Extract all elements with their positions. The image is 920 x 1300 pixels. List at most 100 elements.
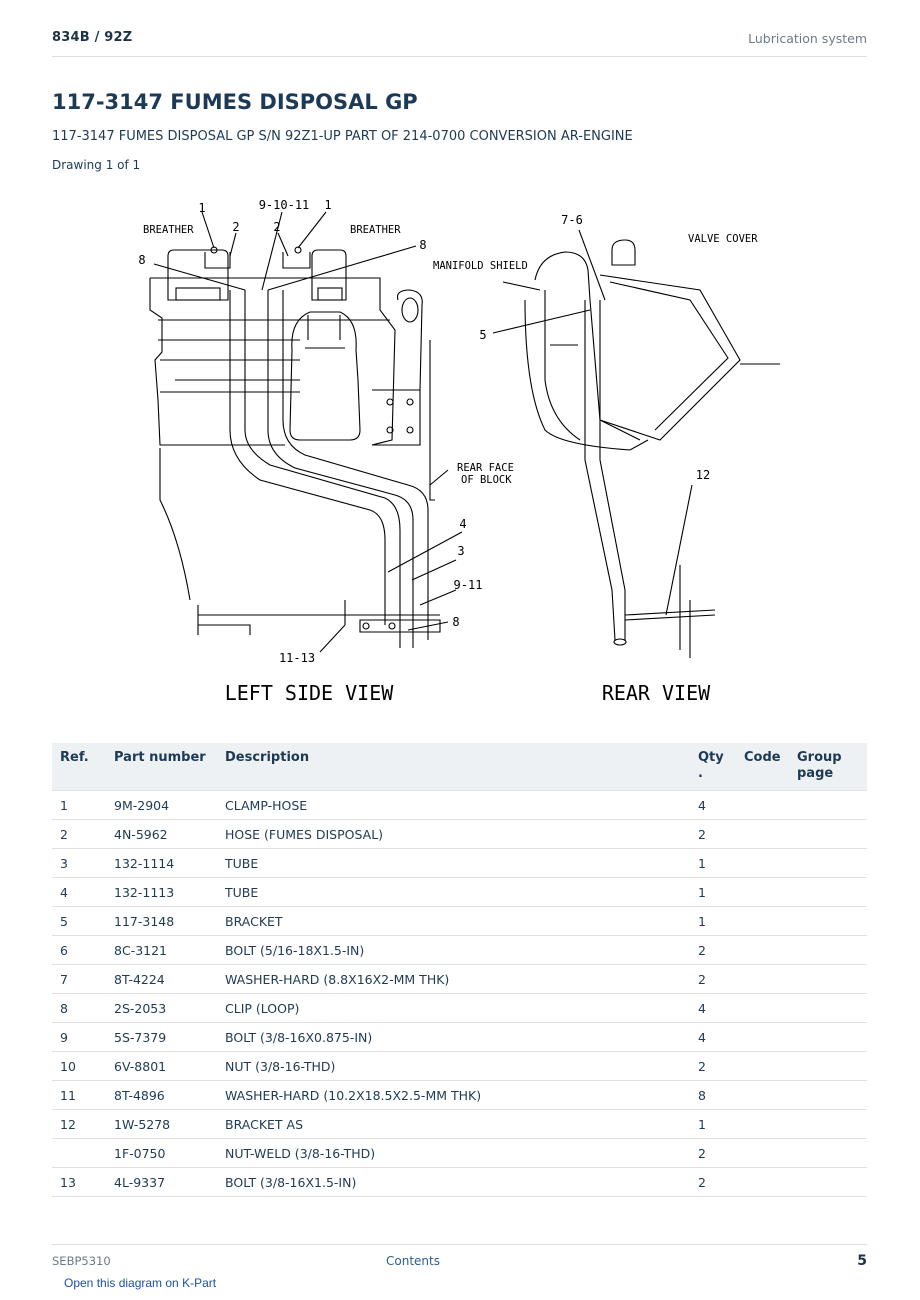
row-part-number[interactable]: 1F-0750 <box>106 1138 217 1168</box>
row-description: BOLT (3/8-16X1.5-IN) <box>217 1167 690 1197</box>
row-ref: 10 <box>52 1051 106 1081</box>
row-ref: 5 <box>52 906 106 936</box>
label-valve-cover: VALVE COVER <box>688 233 758 245</box>
right-breather-shape <box>311 249 347 301</box>
row-ref: 7 <box>52 964 106 994</box>
page-footer: SEBP5310 Contents 5 <box>52 1244 867 1275</box>
rear-view-title: REAR VIEW <box>602 681 711 705</box>
row-qty: 2 <box>690 1138 736 1168</box>
callout-1b: 1 <box>324 198 331 212</box>
contents-link[interactable]: Contents <box>386 1254 440 1268</box>
col-group-page: Group page <box>789 743 867 791</box>
row-part-number[interactable]: 4N-5962 <box>106 819 217 849</box>
row-qty: 2 <box>690 964 736 994</box>
row-code <box>736 993 789 1023</box>
row-description: TUBE <box>217 877 690 907</box>
label-breather-left: BREATHER <box>143 224 194 236</box>
page-header: 834B / 92Z Lubrication system <box>52 28 867 57</box>
row-qty: 2 <box>690 1167 736 1197</box>
row-code <box>736 964 789 994</box>
row-group-page <box>789 906 867 936</box>
row-part-number[interactable]: 4L-9337 <box>106 1167 217 1197</box>
row-group-page <box>789 1080 867 1110</box>
row-qty: 4 <box>690 1022 736 1052</box>
row-part-number[interactable]: 2S-2053 <box>106 993 217 1023</box>
callout-9-10-11: 9-10-11 <box>259 198 310 212</box>
callout-9-11: 9-11 <box>454 578 483 592</box>
col-description: Description <box>217 743 690 791</box>
row-group-page <box>789 790 867 820</box>
label-rear-face-1: REAR FACE <box>457 462 514 474</box>
row-code <box>736 1109 789 1139</box>
row-part-number[interactable]: 8T-4224 <box>106 964 217 994</box>
callout-3: 3 <box>457 544 464 558</box>
label-rear-face-2: OF BLOCK <box>461 474 512 486</box>
row-code <box>736 1022 789 1052</box>
row-qty: 1 <box>690 848 736 878</box>
row-ref: 4 <box>52 877 106 907</box>
row-part-number[interactable]: 5S-7379 <box>106 1022 217 1052</box>
row-description: NUT (3/8-16-THD) <box>217 1051 690 1081</box>
row-group-page <box>789 819 867 849</box>
row-group-page <box>789 964 867 994</box>
row-ref: 2 <box>52 819 106 849</box>
row-qty: 1 <box>690 1109 736 1139</box>
kpart-diagram-link[interactable]: Open this diagram on K-Part <box>64 1276 217 1290</box>
left-side-view-title: LEFT SIDE VIEW <box>225 681 395 705</box>
col-qty: Qty . <box>690 743 736 791</box>
row-description: BOLT (3/8-16X0.875-IN) <box>217 1022 690 1052</box>
row-ref: 8 <box>52 993 106 1023</box>
callout-8c: 8 <box>452 615 459 629</box>
drawing-count-label: Drawing 1 of 1 <box>52 158 141 172</box>
row-ref: 6 <box>52 935 106 965</box>
row-part-number[interactable]: 117-3148 <box>106 906 217 936</box>
row-code <box>736 935 789 965</box>
row-description: WASHER-HARD (10.2X18.5X2.5-MM THK) <box>217 1080 690 1110</box>
callout-12: 12 <box>696 468 710 482</box>
row-ref: 1 <box>52 790 106 820</box>
row-code <box>736 1051 789 1081</box>
manifold-shape <box>289 311 361 441</box>
row-part-number[interactable]: 8C-3121 <box>106 935 217 965</box>
row-group-page <box>789 848 867 878</box>
row-part-number[interactable]: 1W-5278 <box>106 1109 217 1139</box>
row-description: BOLT (5/16-18X1.5-IN) <box>217 935 690 965</box>
model-label: 834B / 92Z <box>52 30 133 45</box>
label-manifold-shield: MANIFOLD SHIELD <box>433 260 528 272</box>
callout-2a: 2 <box>232 220 239 234</box>
parts-diagram: 1 9-10-11 1 2 2 BREATHER BREATHER 8 8 7-… <box>138 198 780 705</box>
col-ref: Ref. <box>52 743 106 791</box>
row-description: TUBE <box>217 848 690 878</box>
row-part-number[interactable]: 6V-8801 <box>106 1051 217 1081</box>
row-group-page <box>789 1109 867 1139</box>
row-group-page <box>789 1138 867 1168</box>
row-qty: 2 <box>690 819 736 849</box>
row-qty: 8 <box>690 1080 736 1110</box>
page-subtitle: 117-3147 FUMES DISPOSAL GP S/N 92Z1-UP P… <box>52 129 633 144</box>
row-ref <box>52 1138 106 1168</box>
callout-1a: 1 <box>198 201 205 215</box>
section-label: Lubrication system <box>748 31 867 46</box>
callout-2b: 2 <box>273 220 280 234</box>
row-code <box>736 1080 789 1110</box>
row-description: CLAMP-HOSE <box>217 790 690 820</box>
row-part-number[interactable]: 132-1114 <box>106 848 217 878</box>
row-part-number[interactable]: 9M-2904 <box>106 790 217 820</box>
row-part-number[interactable]: 132-1113 <box>106 877 217 907</box>
row-part-number[interactable]: 8T-4896 <box>106 1080 217 1110</box>
document-id: SEBP5310 <box>52 1254 111 1268</box>
col-code: Code <box>736 743 789 791</box>
row-code <box>736 1138 789 1168</box>
left-breather-shape <box>167 249 229 301</box>
row-ref: 13 <box>52 1167 106 1197</box>
